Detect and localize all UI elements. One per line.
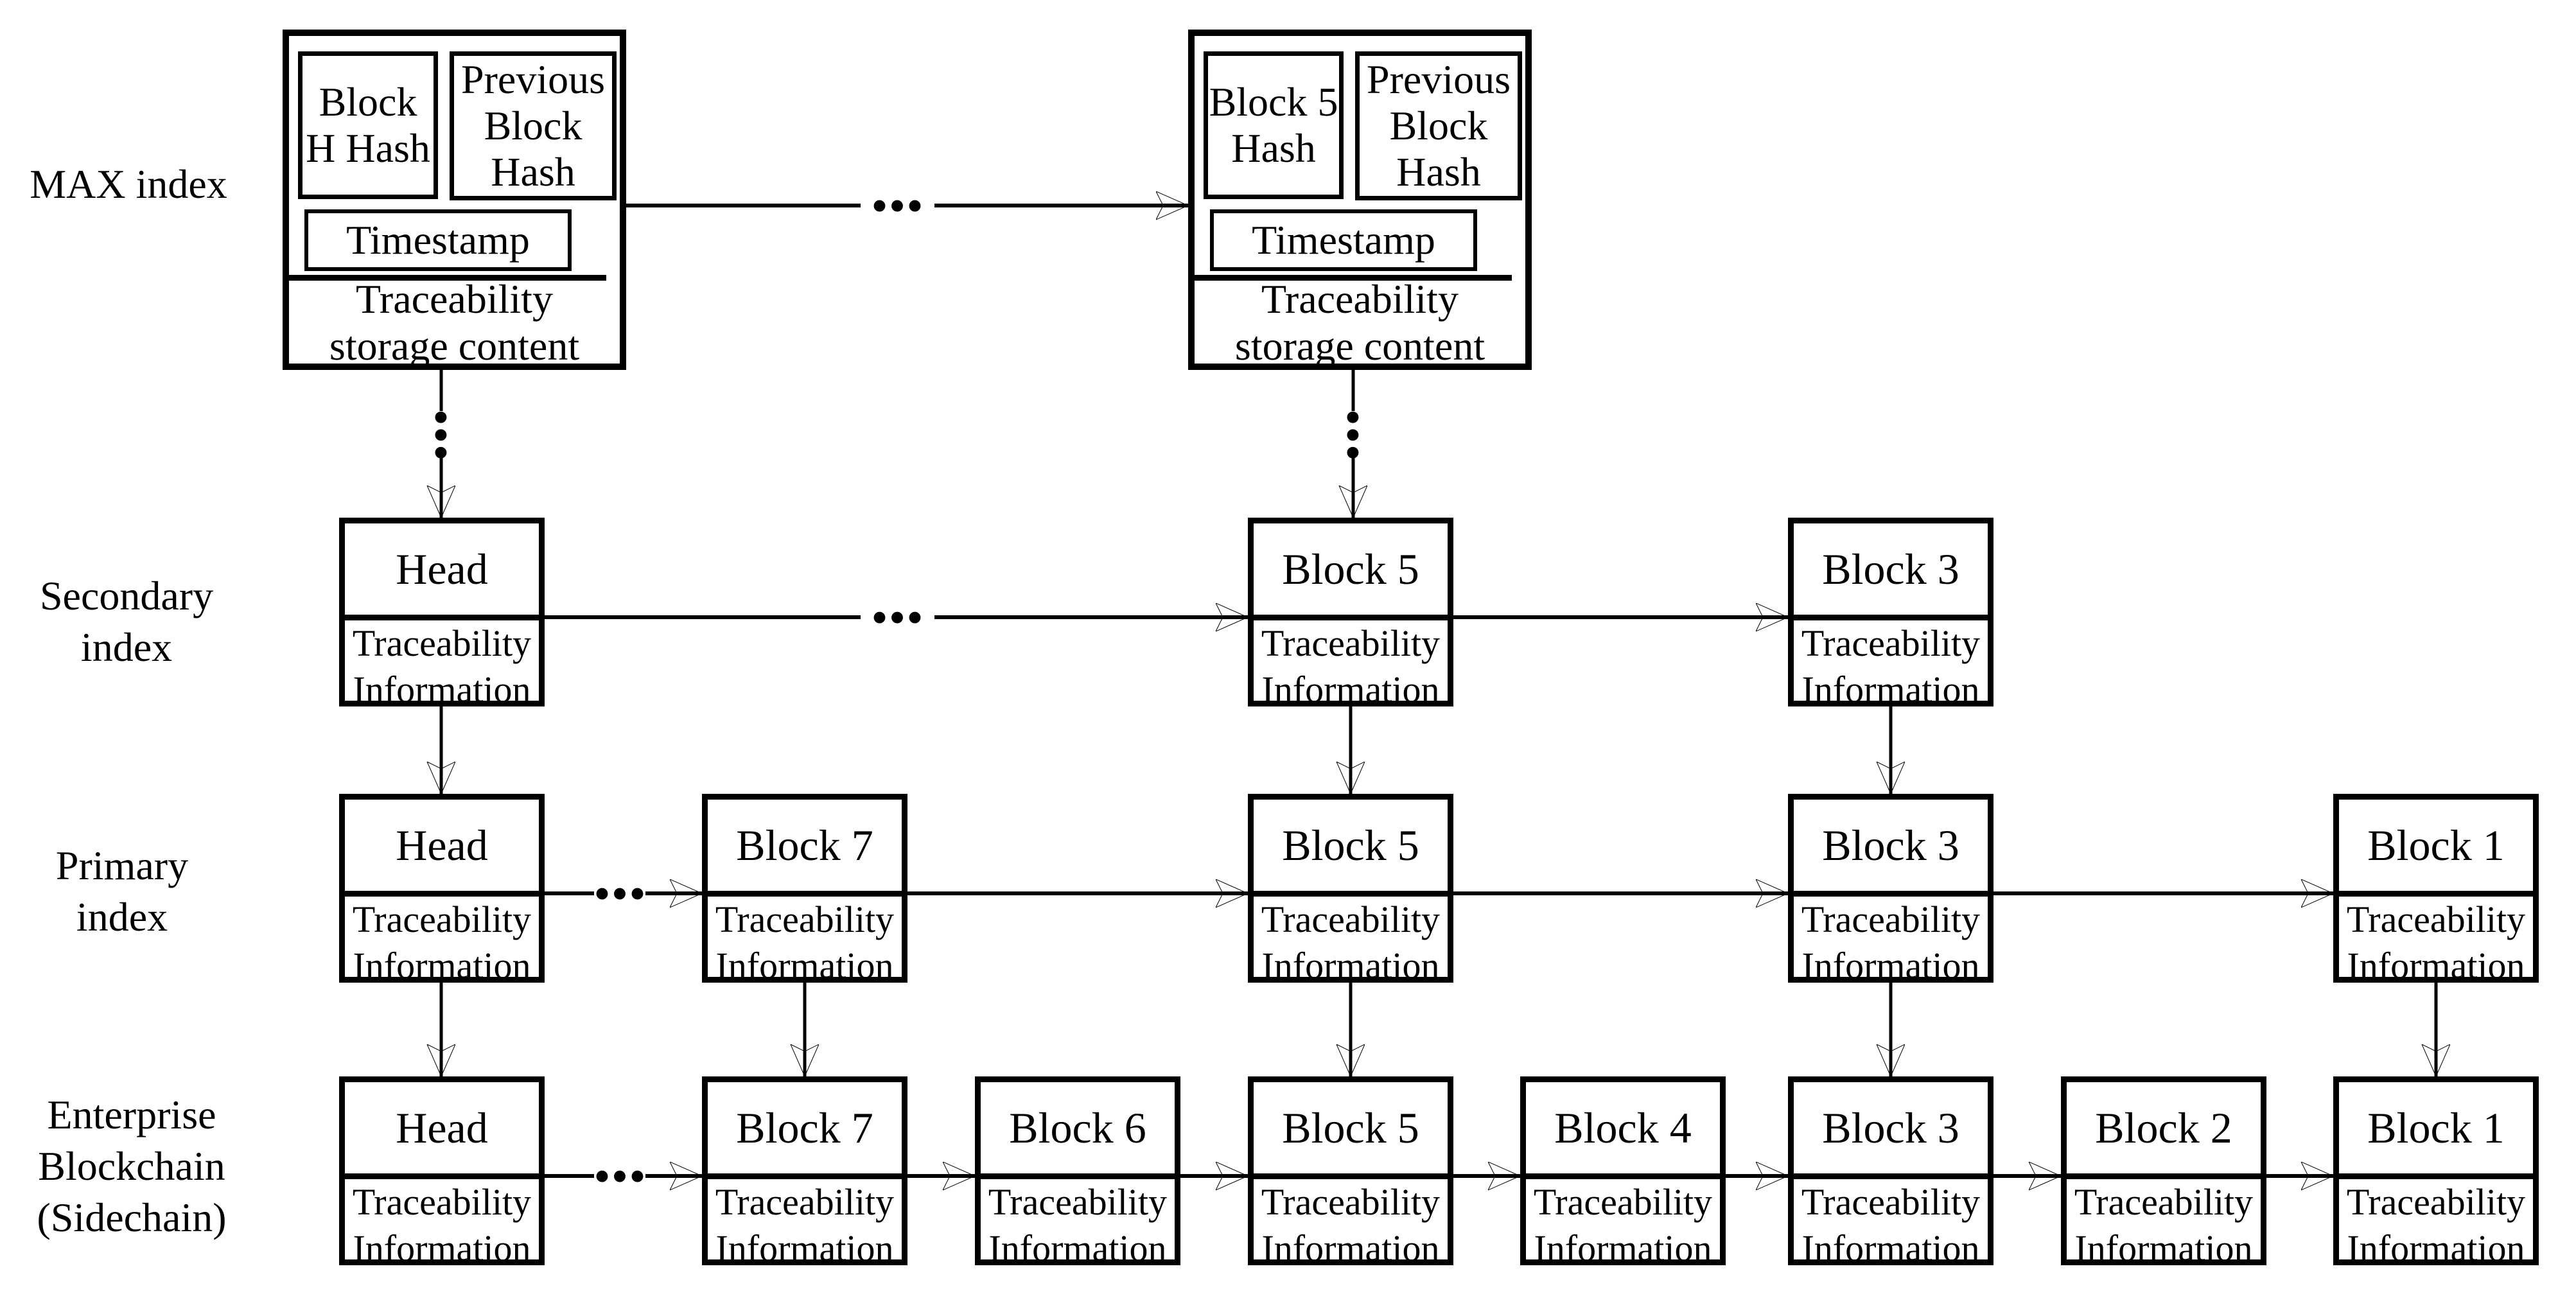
vertical-ellipsis-left: ... (421, 408, 499, 462)
enterprise-block-4: Block 4 Traceability Information (1520, 1076, 1726, 1269)
block-title: Block 1 (2367, 820, 2505, 870)
row-label-max-index: MAX index (30, 161, 227, 207)
traceability-information: Traceability Information (345, 615, 539, 713)
previous-block-hash-cell: Previous Block Hash (1355, 51, 1522, 200)
traceability-information: Traceability Information (1794, 615, 1988, 713)
traceability-information: Traceability Information (345, 891, 539, 989)
traceability-information: Traceability Information (2067, 1173, 2261, 1272)
block-title: Block 3 (1822, 544, 1959, 593)
enterprise-block-2: Block 2 Traceability Information (2061, 1076, 2266, 1269)
secondary-block-3: Block 3 Traceability Information (1788, 518, 1993, 710)
previous-block-hash-cell: Previous Block Hash (450, 51, 617, 200)
row-label-primary-index: Primary index (55, 843, 189, 940)
ellipsis-marks: ... ... ... ... ... ... (421, 148, 1411, 1197)
traceability-storage-content: Traceability storage content (1234, 276, 1485, 369)
vertical-ellipsis-right: ... (1333, 408, 1411, 462)
enterprise-block-7: Block 7 Traceability Information (702, 1076, 907, 1269)
row-label-enterprise-blockchain: Enterprise Blockchain (Sidechain) (37, 1092, 227, 1240)
primary-block-1: Block 1 Traceability Information (2333, 794, 2539, 987)
block-title: Block 5 (1282, 544, 1419, 593)
traceability-information: Traceability Information (1526, 1173, 1720, 1272)
block-title: Block 7 (736, 1103, 873, 1152)
enterprise-block-1: Block 1 Traceability Information (2333, 1076, 2539, 1269)
enterprise-block-5: Block 5 Traceability Information (1248, 1076, 1453, 1269)
block-title: Block 2 (2095, 1103, 2232, 1152)
max-index-block-head: Block H Hash Previous Block Hash Timesta… (283, 30, 626, 370)
block-title: Block 5 (1282, 1103, 1419, 1152)
traceability-information: Traceability Information (2339, 1173, 2533, 1272)
traceability-information: Traceability Information (981, 1173, 1175, 1272)
traceability-information: Traceability Information (708, 1173, 902, 1272)
block-title: Block 3 (1822, 1103, 1959, 1152)
max-row-connectors (441, 206, 1353, 518)
traceability-information: Traceability Information (2339, 891, 2533, 989)
enterprise-block-head: Head Traceability Information (339, 1076, 545, 1269)
row-label-secondary-index: Secondary index (39, 573, 214, 670)
traceability-information: Traceability Information (1794, 1173, 1988, 1272)
block-title: Head (396, 1103, 488, 1152)
ellipsis-enterprise-row: ... (593, 1118, 647, 1197)
ellipsis-secondary-row: ... (871, 559, 924, 638)
traceability-information: Traceability Information (708, 891, 902, 989)
divider-line (283, 275, 606, 281)
block-hash-cell: Block 5 Hash (1204, 51, 1344, 199)
block-hash-cell: Block H Hash (298, 51, 438, 199)
traceability-information: Traceability Information (1254, 1173, 1448, 1272)
block-title: Head (396, 544, 488, 593)
enterprise-block-3: Block 3 Traceability Information (1788, 1076, 1993, 1269)
secondary-block-5: Block 5 Traceability Information (1248, 518, 1453, 710)
primary-row-connectors (441, 893, 2436, 1076)
traceability-information: Traceability Information (345, 1173, 539, 1272)
block-title: Block 3 (1822, 820, 1959, 870)
max-index-block-5: Block 5 Hash Previous Block Hash Timesta… (1188, 30, 1532, 370)
timestamp-cell: Timestamp (304, 209, 572, 271)
primary-block-head: Head Traceability Information (339, 794, 545, 987)
secondary-block-head: Head Traceability Information (339, 518, 545, 710)
traceability-information: Traceability Information (1794, 891, 1988, 989)
secondary-row-connectors (441, 617, 1891, 794)
block-title: Block 4 (1554, 1103, 1692, 1152)
traceability-information: Traceability Information (1254, 615, 1448, 713)
timestamp-cell: Timestamp (1210, 209, 1477, 271)
primary-block-7: Block 7 Traceability Information (702, 794, 907, 987)
primary-block-3: Block 3 Traceability Information (1788, 794, 1993, 987)
block-title: Block 5 (1282, 820, 1419, 870)
divider-line (1188, 275, 1512, 281)
block-title: Head (396, 820, 488, 870)
traceability-storage-content: Traceability storage content (329, 276, 580, 369)
ellipsis-max-row: ... (871, 148, 924, 226)
enterprise-block-6: Block 6 Traceability Information (975, 1076, 1180, 1269)
block-title: Block 6 (1009, 1103, 1146, 1152)
ellipsis-primary-row: ... (593, 836, 647, 914)
block-title: Block 1 (2367, 1103, 2505, 1152)
primary-block-5: Block 5 Traceability Information (1248, 794, 1453, 987)
block-title: Block 7 (736, 820, 873, 870)
traceability-information: Traceability Information (1254, 891, 1448, 989)
